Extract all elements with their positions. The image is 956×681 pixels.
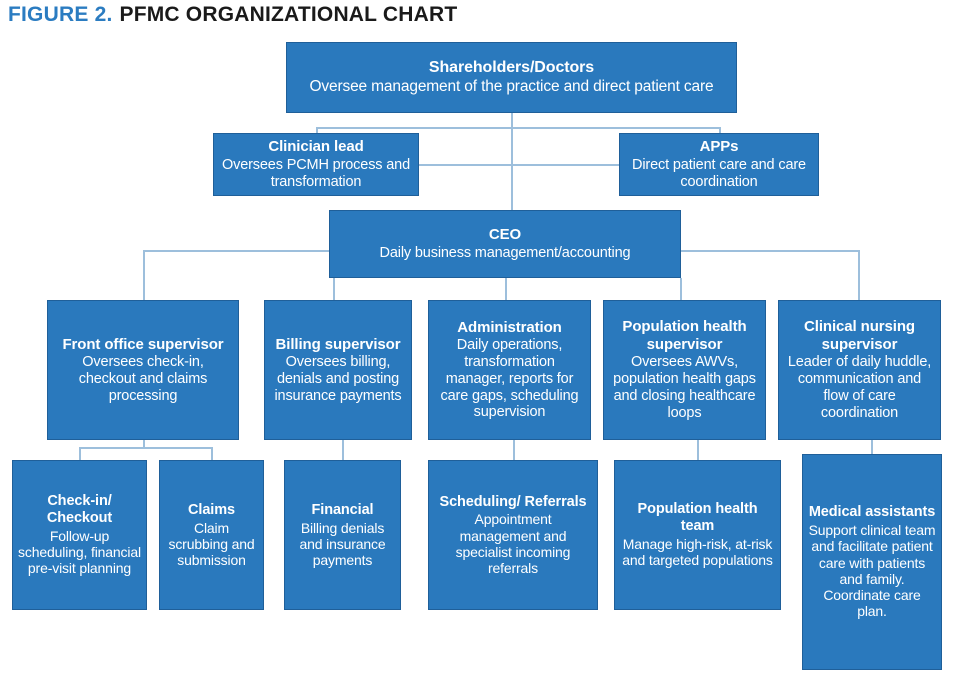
node-description: Oversees PCMH process and transformation <box>221 156 411 190</box>
node-title: Population health supervisor <box>622 318 747 353</box>
node-front-office-supervisor[interactable]: Front office supervisor Oversees check-i… <box>47 300 239 440</box>
node-population-health-supervisor[interactable]: Population health supervisor Oversees AW… <box>603 300 766 440</box>
node-description: Oversees AWVs, population health gaps an… <box>613 354 756 421</box>
node-administration[interactable]: Administration Daily operations, transfo… <box>428 300 591 440</box>
node-description: Support clinical team and facilitate pat… <box>808 522 936 620</box>
connector-to-claims <box>211 447 213 460</box>
connector-ceo-stem <box>505 278 507 300</box>
connector-to-check-in-checkout <box>79 447 81 460</box>
node-title: Financial <box>311 501 374 518</box>
figure-headline: PFMC ORGANIZATIONAL CHART <box>119 3 458 26</box>
node-description: Appointment management and specialist in… <box>455 511 571 577</box>
node-title: APPs <box>699 138 739 156</box>
node-medical-assistants[interactable]: Medical assistants Support clinical team… <box>802 454 942 670</box>
node-title: CEO <box>488 226 522 244</box>
node-shareholders-doctors[interactable]: Shareholders/Doctors Oversee management … <box>286 42 737 113</box>
connector-shareholders-bus <box>316 127 720 129</box>
connector-ceo-to-front-office <box>143 250 145 300</box>
node-title: Check-in/ Checkout <box>46 493 113 527</box>
connector-apps-stub <box>511 164 619 166</box>
node-ceo[interactable]: CEO Daily business management/accounting <box>329 210 681 278</box>
node-claims[interactable]: Claims Claim scrubbing and submission <box>159 460 264 610</box>
node-description: Follow-up scheduling, financial pre-visi… <box>18 527 141 577</box>
node-title: Population health team <box>637 501 758 535</box>
node-financial[interactable]: Financial Billing denials and insurance … <box>284 460 401 610</box>
connector-ceo-to-billing <box>333 278 335 300</box>
node-title: Billing supervisor <box>275 335 401 353</box>
node-description: Manage high-risk, at-risk and targeted p… <box>622 536 773 569</box>
connector-front-office-bus <box>79 447 211 449</box>
connector-billing-to-financial <box>342 440 344 460</box>
node-check-in-checkout[interactable]: Check-in/ Checkout Follow-up scheduling,… <box>12 460 147 610</box>
node-description: Leader of daily huddle, communication an… <box>787 354 932 421</box>
node-apps[interactable]: APPs Direct patient care and care coordi… <box>619 133 819 196</box>
node-description: Oversees billing, denials and posting in… <box>274 353 402 404</box>
connector-to-apps <box>719 127 721 134</box>
node-title: Medical assistants <box>808 504 936 521</box>
node-scheduling-referrals[interactable]: Scheduling/ Referrals Appointment manage… <box>428 460 598 610</box>
node-billing-supervisor[interactable]: Billing supervisor Oversees billing, den… <box>264 300 412 440</box>
connector-to-clinician-lead <box>316 127 318 134</box>
node-title: Clinician lead <box>268 138 364 156</box>
node-description: Claim scrubbing and submission <box>168 519 255 569</box>
node-title: Clinical nursing supervisor <box>804 318 915 353</box>
connector-shareholders-to-ceo <box>511 127 513 210</box>
connector-clinician-lead-stub <box>419 164 511 166</box>
node-title: Front office supervisor <box>62 335 224 353</box>
connector-front-office-stem <box>143 440 145 448</box>
figure-title: FIGURE 2. PFMC ORGANIZATIONAL CHART <box>8 0 457 30</box>
node-description: Oversees check-in, checkout and claims p… <box>78 353 208 404</box>
connector-nursing-to-medical-assistants <box>871 440 873 454</box>
node-description: Billing denials and insurance payments <box>299 519 386 569</box>
node-population-health-team[interactable]: Population health team Manage high-risk,… <box>614 460 781 610</box>
figure-number-label: FIGURE 2. <box>8 3 113 26</box>
node-description: Daily operations, transformation manager… <box>440 337 579 421</box>
node-title: Shareholders/Doctors <box>428 58 595 76</box>
connector-pop-health-to-team <box>697 440 699 460</box>
node-clinical-nursing-supervisor[interactable]: Clinical nursing supervisor Leader of da… <box>778 300 941 440</box>
node-clinician-lead[interactable]: Clinician lead Oversees PCMH process and… <box>213 133 419 196</box>
node-title: Claims <box>188 501 235 518</box>
connector-ceo-to-clinical-nursing <box>858 250 860 300</box>
node-description: Direct patient care and care coordinatio… <box>632 156 806 190</box>
node-description: Daily business management/accounting <box>379 244 631 261</box>
node-title: Scheduling/ Referrals <box>439 493 587 510</box>
connector-administration-to-scheduling <box>513 440 515 460</box>
connector-ceo-to-population-health <box>680 278 682 300</box>
node-description: Oversee management of the practice and d… <box>309 78 714 96</box>
node-title: Administration <box>457 318 562 336</box>
connector-shareholders-stem <box>511 113 513 128</box>
